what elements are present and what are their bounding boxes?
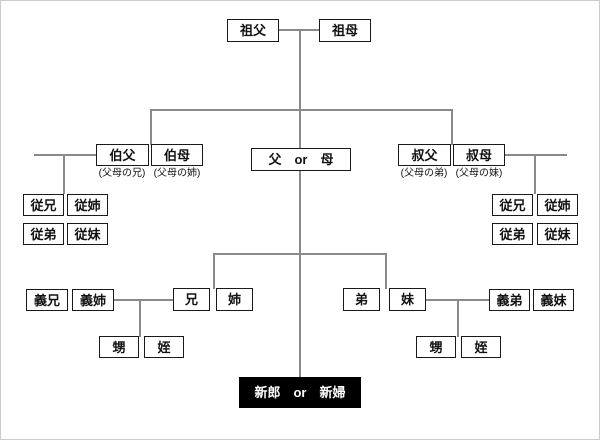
connector-right-extension	[505, 154, 567, 156]
node-father-or-mother: 父 or 母	[251, 148, 351, 171]
caption-uncle-elder: (父母の兄)	[98, 168, 146, 179]
node-elder-brother: 兄	[173, 288, 210, 311]
connector-siblings-spread	[213, 253, 387, 255]
connector-drop-siblings-left	[213, 253, 215, 289]
node-uncle-younger: 叔父	[398, 144, 451, 166]
node-uncle-elder: 伯父	[96, 144, 149, 166]
connector-drop-siblings-right	[385, 253, 387, 289]
node-cousin-left-younger-female: 従妹	[67, 223, 108, 245]
node-cousin-left-elder-female: 従姉	[67, 194, 108, 216]
node-sister-in-law-younger: 義妹	[533, 289, 574, 311]
connector-drop-uncle-younger	[451, 109, 453, 145]
connector-drop-uncle-elder	[150, 109, 152, 145]
node-cousin-left-elder-male: 従兄	[23, 194, 64, 216]
node-cousin-right-younger-male: 従弟	[492, 223, 533, 245]
caption-aunt-younger: (父母の妹)	[455, 168, 503, 179]
node-nephew-right: 甥	[416, 336, 456, 358]
connector-parents-spread	[150, 109, 453, 111]
node-brother-in-law-younger: 義弟	[489, 289, 530, 311]
connector-center-lower	[299, 170, 301, 378]
node-nephew-left: 甥	[99, 336, 139, 358]
node-grandmother: 祖母	[319, 19, 371, 42]
connector-left-extension	[34, 154, 96, 156]
node-aunt-younger: 叔母	[453, 144, 505, 166]
connector-inlaw-left	[114, 299, 173, 301]
connector-drop-nephew-right	[457, 299, 459, 337]
connector-center-upper	[299, 29, 301, 148]
node-cousin-right-younger-female: 従妹	[537, 223, 578, 245]
node-niece-left: 姪	[144, 336, 184, 358]
node-grandfather: 祖父	[227, 19, 279, 42]
node-brother-in-law-elder: 義兄	[26, 289, 68, 311]
node-cousin-right-elder-male: 従兄	[492, 194, 533, 216]
connector-drop-cousins-left	[63, 154, 65, 194]
caption-aunt-elder: (父母の姉)	[153, 168, 201, 179]
node-cousin-right-elder-female: 従姉	[537, 194, 578, 216]
node-elder-sister: 姉	[216, 288, 253, 311]
connector-drop-cousins-right	[534, 154, 536, 194]
node-bride-or-groom: 新郎 or 新婦	[239, 377, 361, 408]
connector-drop-nephew-left	[139, 299, 141, 337]
node-aunt-elder: 伯母	[151, 144, 203, 166]
node-niece-right: 姪	[461, 336, 501, 358]
node-younger-sister: 妹	[389, 288, 426, 311]
node-younger-brother: 弟	[343, 288, 380, 311]
caption-uncle-younger: (父母の弟)	[400, 168, 448, 179]
node-cousin-left-younger-male: 従弟	[23, 223, 64, 245]
node-sister-in-law-elder: 義姉	[72, 289, 114, 311]
